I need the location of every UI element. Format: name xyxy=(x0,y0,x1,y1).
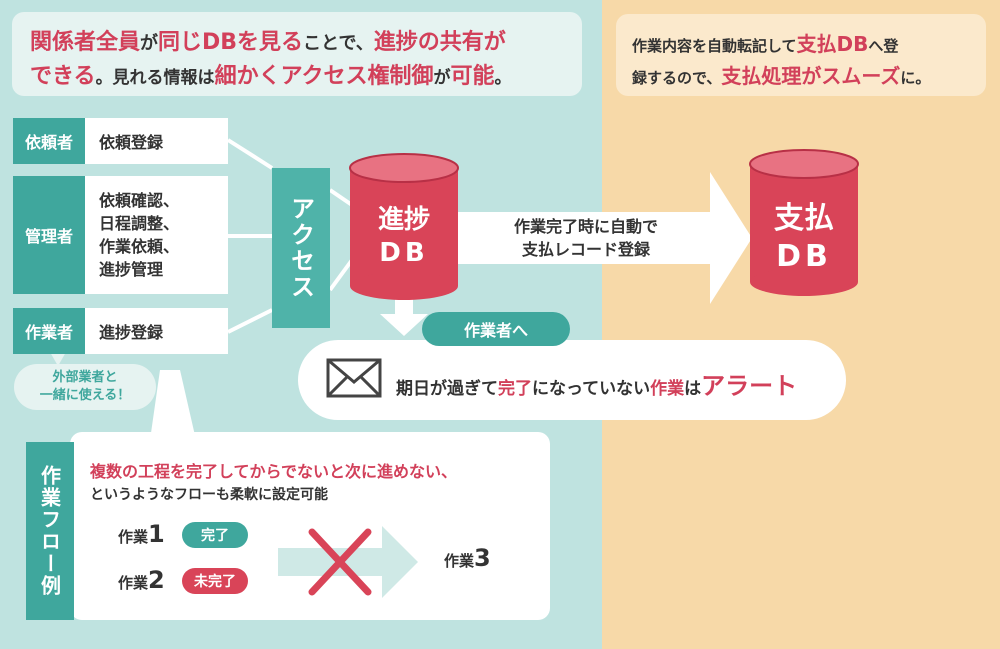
external-vendor-note: 外部業者と 一緒に使える！ xyxy=(14,364,156,410)
role-box-manager: 依頼確認、 日程調整、 作業依頼、 進捗管理 xyxy=(85,176,228,294)
alert-text: 期日が過ぎて完了になっていない作業はアラート xyxy=(396,372,798,400)
auto-transfer-arrow xyxy=(458,172,752,304)
progress-db-label: 進捗 DB xyxy=(377,205,430,268)
workflow-example-tag: 作業フロー例 xyxy=(26,442,74,620)
mail-icon xyxy=(326,358,382,398)
connector-line xyxy=(227,308,273,334)
task-2: 作業2 xyxy=(118,566,165,594)
flow-box-tail xyxy=(150,370,196,440)
alert-message-box xyxy=(298,340,846,420)
role-task: 日程調整、 xyxy=(99,213,180,233)
to-worker-badge: 作業者へ xyxy=(422,312,570,346)
role-task: 進捗管理 xyxy=(99,260,164,280)
highlight-text: 関係者全員 xyxy=(30,30,141,55)
status-badge-incomplete: 未完了 xyxy=(182,568,248,594)
blocked-arrow xyxy=(278,526,418,598)
role-box-worker: 進捗登録 xyxy=(85,308,228,354)
status-badge-complete: 完了 xyxy=(182,522,248,548)
note-tail xyxy=(50,352,66,366)
workflow-title: 複数の工程を完了してからでないと次に進めない、 xyxy=(90,462,458,481)
role-task: 依頼登録 xyxy=(99,133,164,152)
payment-db-icon xyxy=(749,149,859,296)
top-right-explanation: 作業内容を自動転記して支払DBへ登 録するので、支払処理がスムーズに。 xyxy=(616,14,986,96)
cross-icon xyxy=(308,528,372,596)
progress-db-icon xyxy=(349,153,459,300)
access-label: アクセス xyxy=(272,168,330,328)
workflow-example-box xyxy=(70,432,550,620)
role-tag-worker: 作業者 xyxy=(13,308,85,354)
alert-arrow xyxy=(380,290,428,336)
role-box-requester: 依頼登録 xyxy=(85,118,228,164)
role-task: 作業依頼、 xyxy=(99,237,180,256)
role-task: 進捗登録 xyxy=(99,323,164,342)
payment-db-label: 支払 DB xyxy=(774,201,834,274)
workflow-subtitle: というようなフローも柔軟に設定可能 xyxy=(90,487,328,503)
role-task: 依頼確認、 xyxy=(99,190,180,210)
arrow-shape xyxy=(278,526,418,598)
payment-side-panel xyxy=(602,0,1000,649)
connector-line xyxy=(328,258,354,292)
connector-line xyxy=(328,188,354,207)
role-tag-requester: 依頼者 xyxy=(13,118,85,164)
task-3: 作業3 xyxy=(444,544,491,572)
role-tag-manager: 管理者 xyxy=(13,176,85,294)
connector-line xyxy=(226,138,274,170)
task-1: 作業1 xyxy=(118,520,165,548)
auto-transfer-label: 作業完了時に自動で 支払レコード登録 xyxy=(513,217,658,260)
top-left-explanation: 関係者全員が同じDBを見ることで、進捗の共有が できる。見れる情報は細かくアクセ… xyxy=(12,12,582,96)
